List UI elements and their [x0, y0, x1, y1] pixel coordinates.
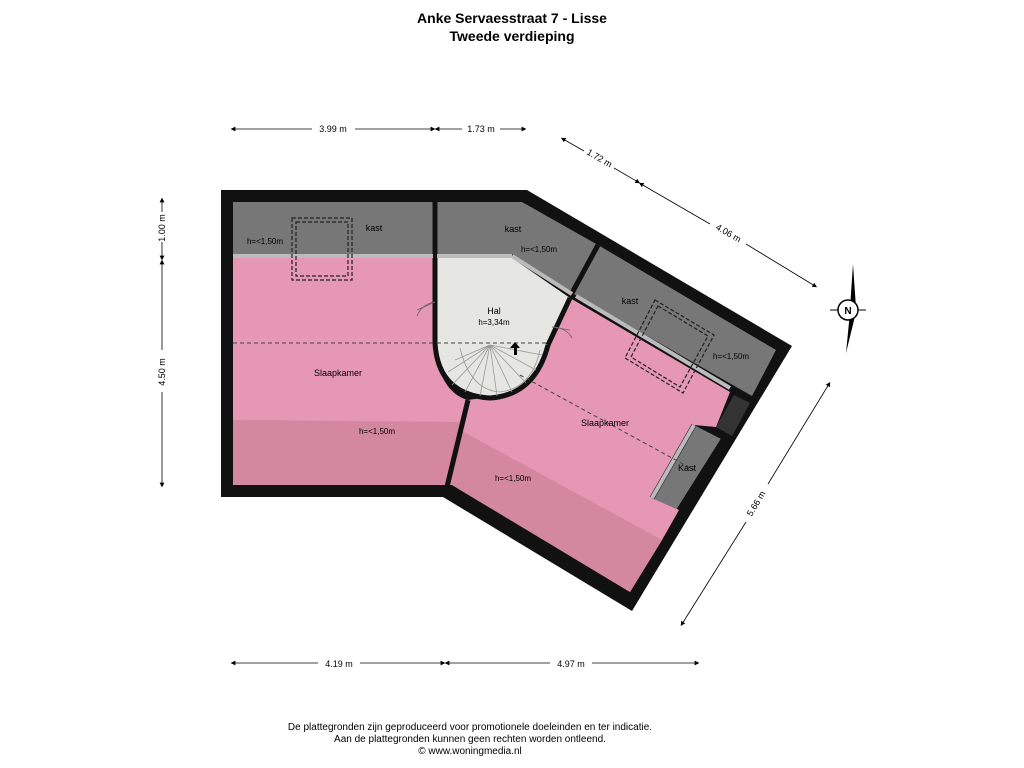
stair-arrow-icon	[510, 342, 520, 355]
dim-top-left: 3.99 m	[319, 124, 347, 134]
room-label-kast-4: Kast	[678, 463, 697, 473]
bedroom-left-low-zone	[233, 420, 463, 485]
roof-lines	[233, 342, 695, 471]
footer-copyright: © www.woningmedia.nl	[418, 746, 522, 757]
bedroom-right-low-zone	[452, 430, 662, 592]
room-label-bedroom-right: Slaapkamer	[581, 418, 629, 428]
height-note-4: h=<1,50m	[359, 427, 395, 436]
dim-top-mid: 1.73 m	[467, 124, 495, 134]
hall-floor	[437, 258, 570, 398]
dim-bottom-left: 4.19 m	[325, 659, 353, 669]
storage-area-kast	[652, 425, 723, 510]
dim-right-diag: 5.66 m	[745, 489, 768, 518]
skylights	[291, 217, 715, 394]
dim-left-big: 4.50 m	[157, 358, 167, 386]
storage-fronts	[233, 254, 732, 499]
dim-diag-short: 1.72 m	[585, 147, 614, 169]
dim-left-small: 1.00 m	[157, 214, 167, 242]
dim-bottom-right: 4.97 m	[557, 659, 585, 669]
height-note-5: h=<1,50m	[495, 474, 531, 483]
compass-icon	[830, 264, 866, 353]
staircase	[447, 344, 543, 397]
dim-diag-long: 4.06 m	[714, 222, 743, 244]
height-note-3: h=<1,50m	[713, 352, 749, 361]
footer-disclaimer-2: Aan de plattegronden kunnen geen rechten…	[334, 734, 606, 745]
height-note-1: h=<1,50m	[247, 237, 283, 246]
height-note-2: h=<1,50m	[521, 245, 557, 254]
storage-area-left	[233, 202, 433, 254]
dimension-lines	[159, 126, 831, 666]
room-label-bedroom-left: Slaapkamer	[314, 368, 362, 378]
door-swings	[416, 301, 573, 339]
dark-shaft	[716, 395, 750, 436]
floorplan-title: Anke Servaesstraat 7 - Lisse	[417, 10, 607, 26]
floor-name: Tweede verdieping	[449, 28, 575, 44]
room-label-kast-1: kast	[366, 223, 383, 233]
room-label-hal: Hal	[487, 306, 501, 316]
room-height-hal: h=3,34m	[478, 318, 510, 327]
storage-area-right	[572, 245, 776, 396]
compass-label: N	[844, 306, 851, 317]
storage-area-middle	[437, 202, 598, 293]
room-label-kast-3: kast	[622, 296, 639, 306]
footer-disclaimer-1: De plattegronden zijn geproduceerd voor …	[287, 722, 653, 733]
room-label-kast-2: kast	[505, 224, 522, 234]
